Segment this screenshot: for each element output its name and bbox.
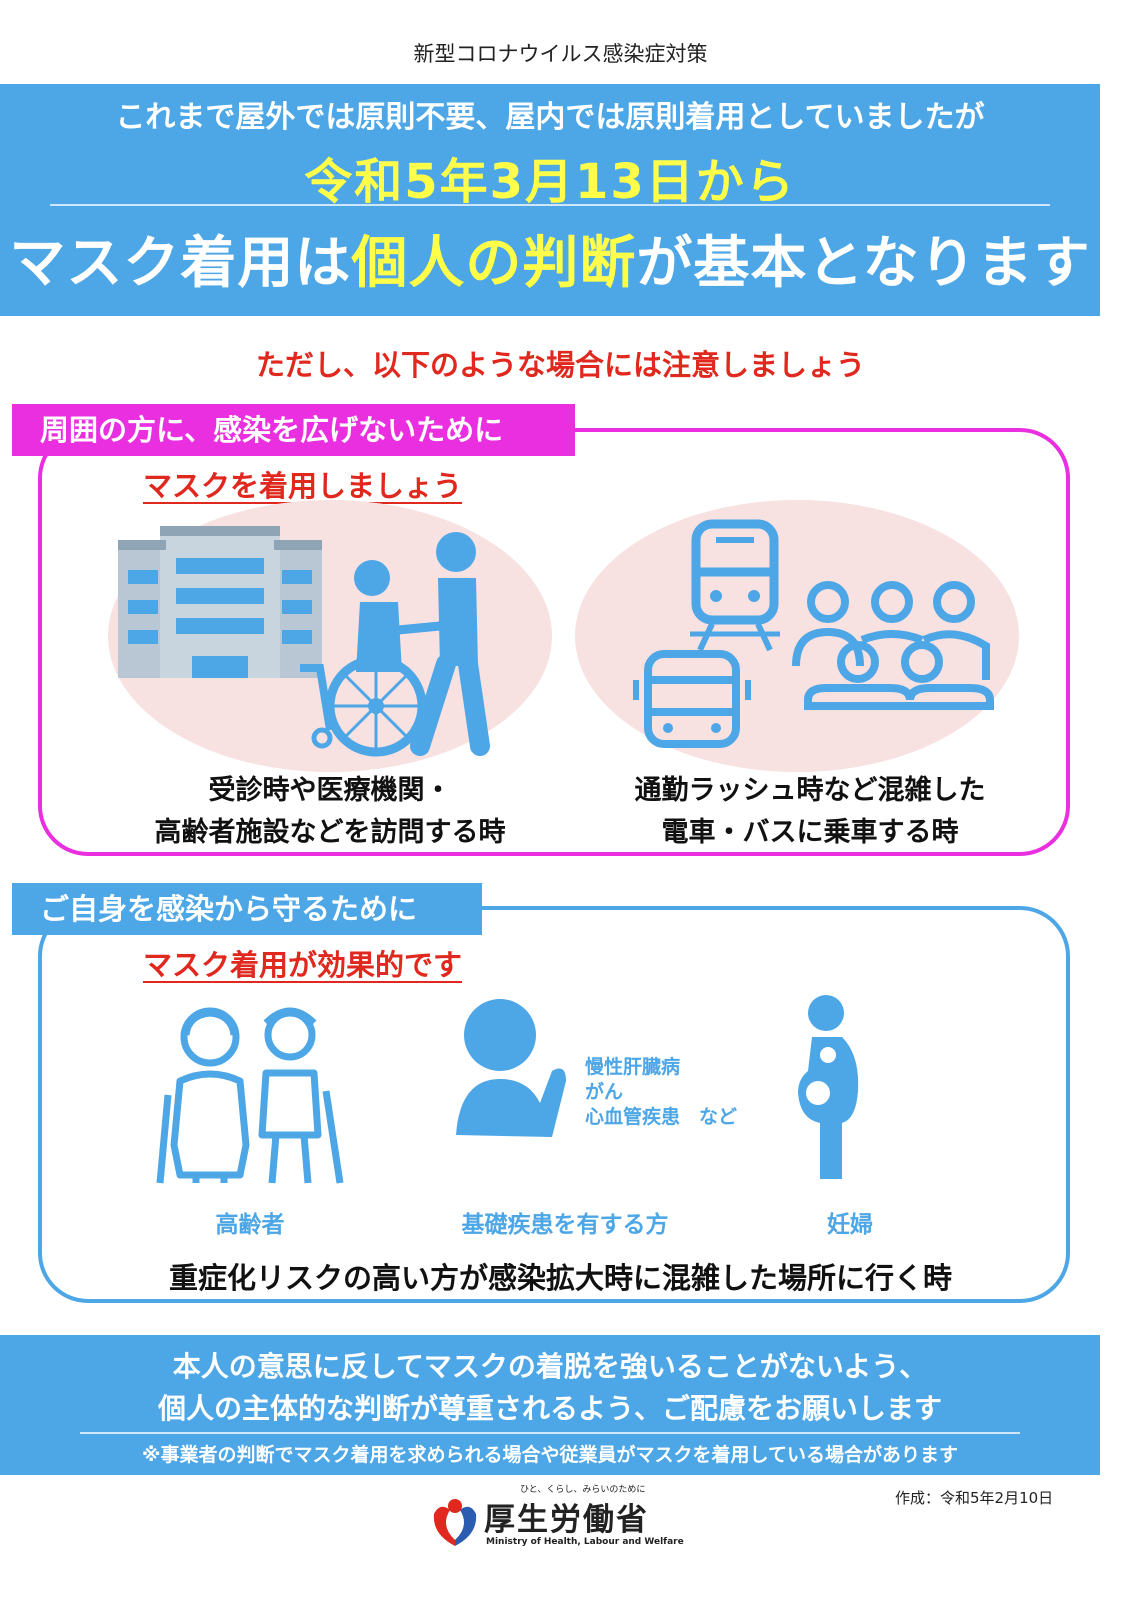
headline-part-b: が基本となります [636, 231, 1091, 296]
banner-divider [50, 204, 1050, 206]
train-icon [690, 519, 780, 652]
label-chronic-disease: 基礎疾患を有する方 [461, 1212, 669, 1238]
caption-commute: 通勤ラッシュ時など混雑した 電車・バスに乗車する時 [570, 770, 1050, 854]
crowd-icon [792, 581, 994, 710]
top-line: 新型コロナウイルス感染症対策 [413, 42, 708, 66]
hospital-icon [118, 526, 322, 678]
caption-commute-line2: 電車・バスに乗車する時 [661, 817, 959, 848]
ministry-name: 厚生労働省 [484, 1502, 649, 1538]
bus-icon [633, 650, 751, 748]
created-date: 作成：令和5年2月10日 [895, 1489, 1054, 1507]
headline-part-a: マスク着用は [9, 231, 352, 296]
caption-commute-line1: 通勤ラッシュ時など混雑した [634, 775, 986, 806]
caption-hospital: 受診時や医療機関・ 高齢者施設などを訪問する時 [60, 770, 600, 854]
bottom-divider [80, 1432, 1020, 1434]
ministry-name-en: Ministry of Health, Labour and Welfare [486, 1537, 684, 1547]
label-pregnant: 妊婦 [827, 1212, 873, 1238]
ministry-logo-icon [433, 1499, 477, 1546]
logo-tagline: ひと、くらし、みらいのために [520, 1485, 646, 1495]
bottom-banner [0, 1335, 1100, 1475]
pregnant-icon [798, 995, 859, 1179]
banner-headline: マスク着用は個人の判断が基本となります [0, 218, 1100, 299]
elderly-icon [156, 1007, 344, 1184]
section1-tab: 周囲の方に、感染を広げないために [12, 404, 575, 456]
header-banner [0, 84, 1100, 316]
caregiver-icon [410, 532, 490, 756]
section1-subtitle: マスクを着用しましょう [143, 469, 463, 503]
bottom-line2: 個人の主体的な判断が尊重されるよう、ご配慮をお願いします [157, 1392, 942, 1425]
bottom-line1: 本人の意思に反してマスクの着脱を強いることがないよう、 [172, 1350, 928, 1383]
section2-box [38, 906, 1070, 1303]
disease-item: 心血管疾患 など [585, 1106, 738, 1128]
patient-icon [456, 999, 566, 1137]
wheelchair-icon [300, 560, 441, 757]
disease-item: 慢性肝臓病 [585, 1056, 681, 1078]
section2-tab: ご自身を感染から守るために [12, 883, 482, 935]
risk-statement: 重症化リスクの高い方が感染拡大時に混雑した場所に行く時 [168, 1261, 952, 1295]
disease-list: 慢性肝臓病 がん 心血管疾患 など [585, 1055, 737, 1130]
caption-hospital-line2: 高齢者施設などを訪問する時 [154, 817, 506, 848]
section1-illustrations [108, 500, 1019, 772]
label-elderly: 高齢者 [215, 1212, 285, 1238]
bottom-note: ※事業者の判断でマスク着用を求められる場合や従業員がマスクを着用している場合があ… [142, 1444, 958, 1466]
headline-highlight: 個人の判断 [351, 231, 637, 296]
banner-date: 令和5年3月13日から [304, 154, 796, 210]
section2-illustrations [156, 995, 859, 1184]
caption-hospital-line1: 受診時や医療機関・ [208, 775, 452, 806]
section2-subtitle: マスク着用が効果的です [143, 948, 463, 982]
disease-item: がん [585, 1081, 624, 1103]
caution-text: ただし、以下のような場合には注意しましょう [255, 348, 865, 382]
banner-line1: これまで屋外では原則不要、屋内では原則着用としていましたが [115, 100, 985, 135]
